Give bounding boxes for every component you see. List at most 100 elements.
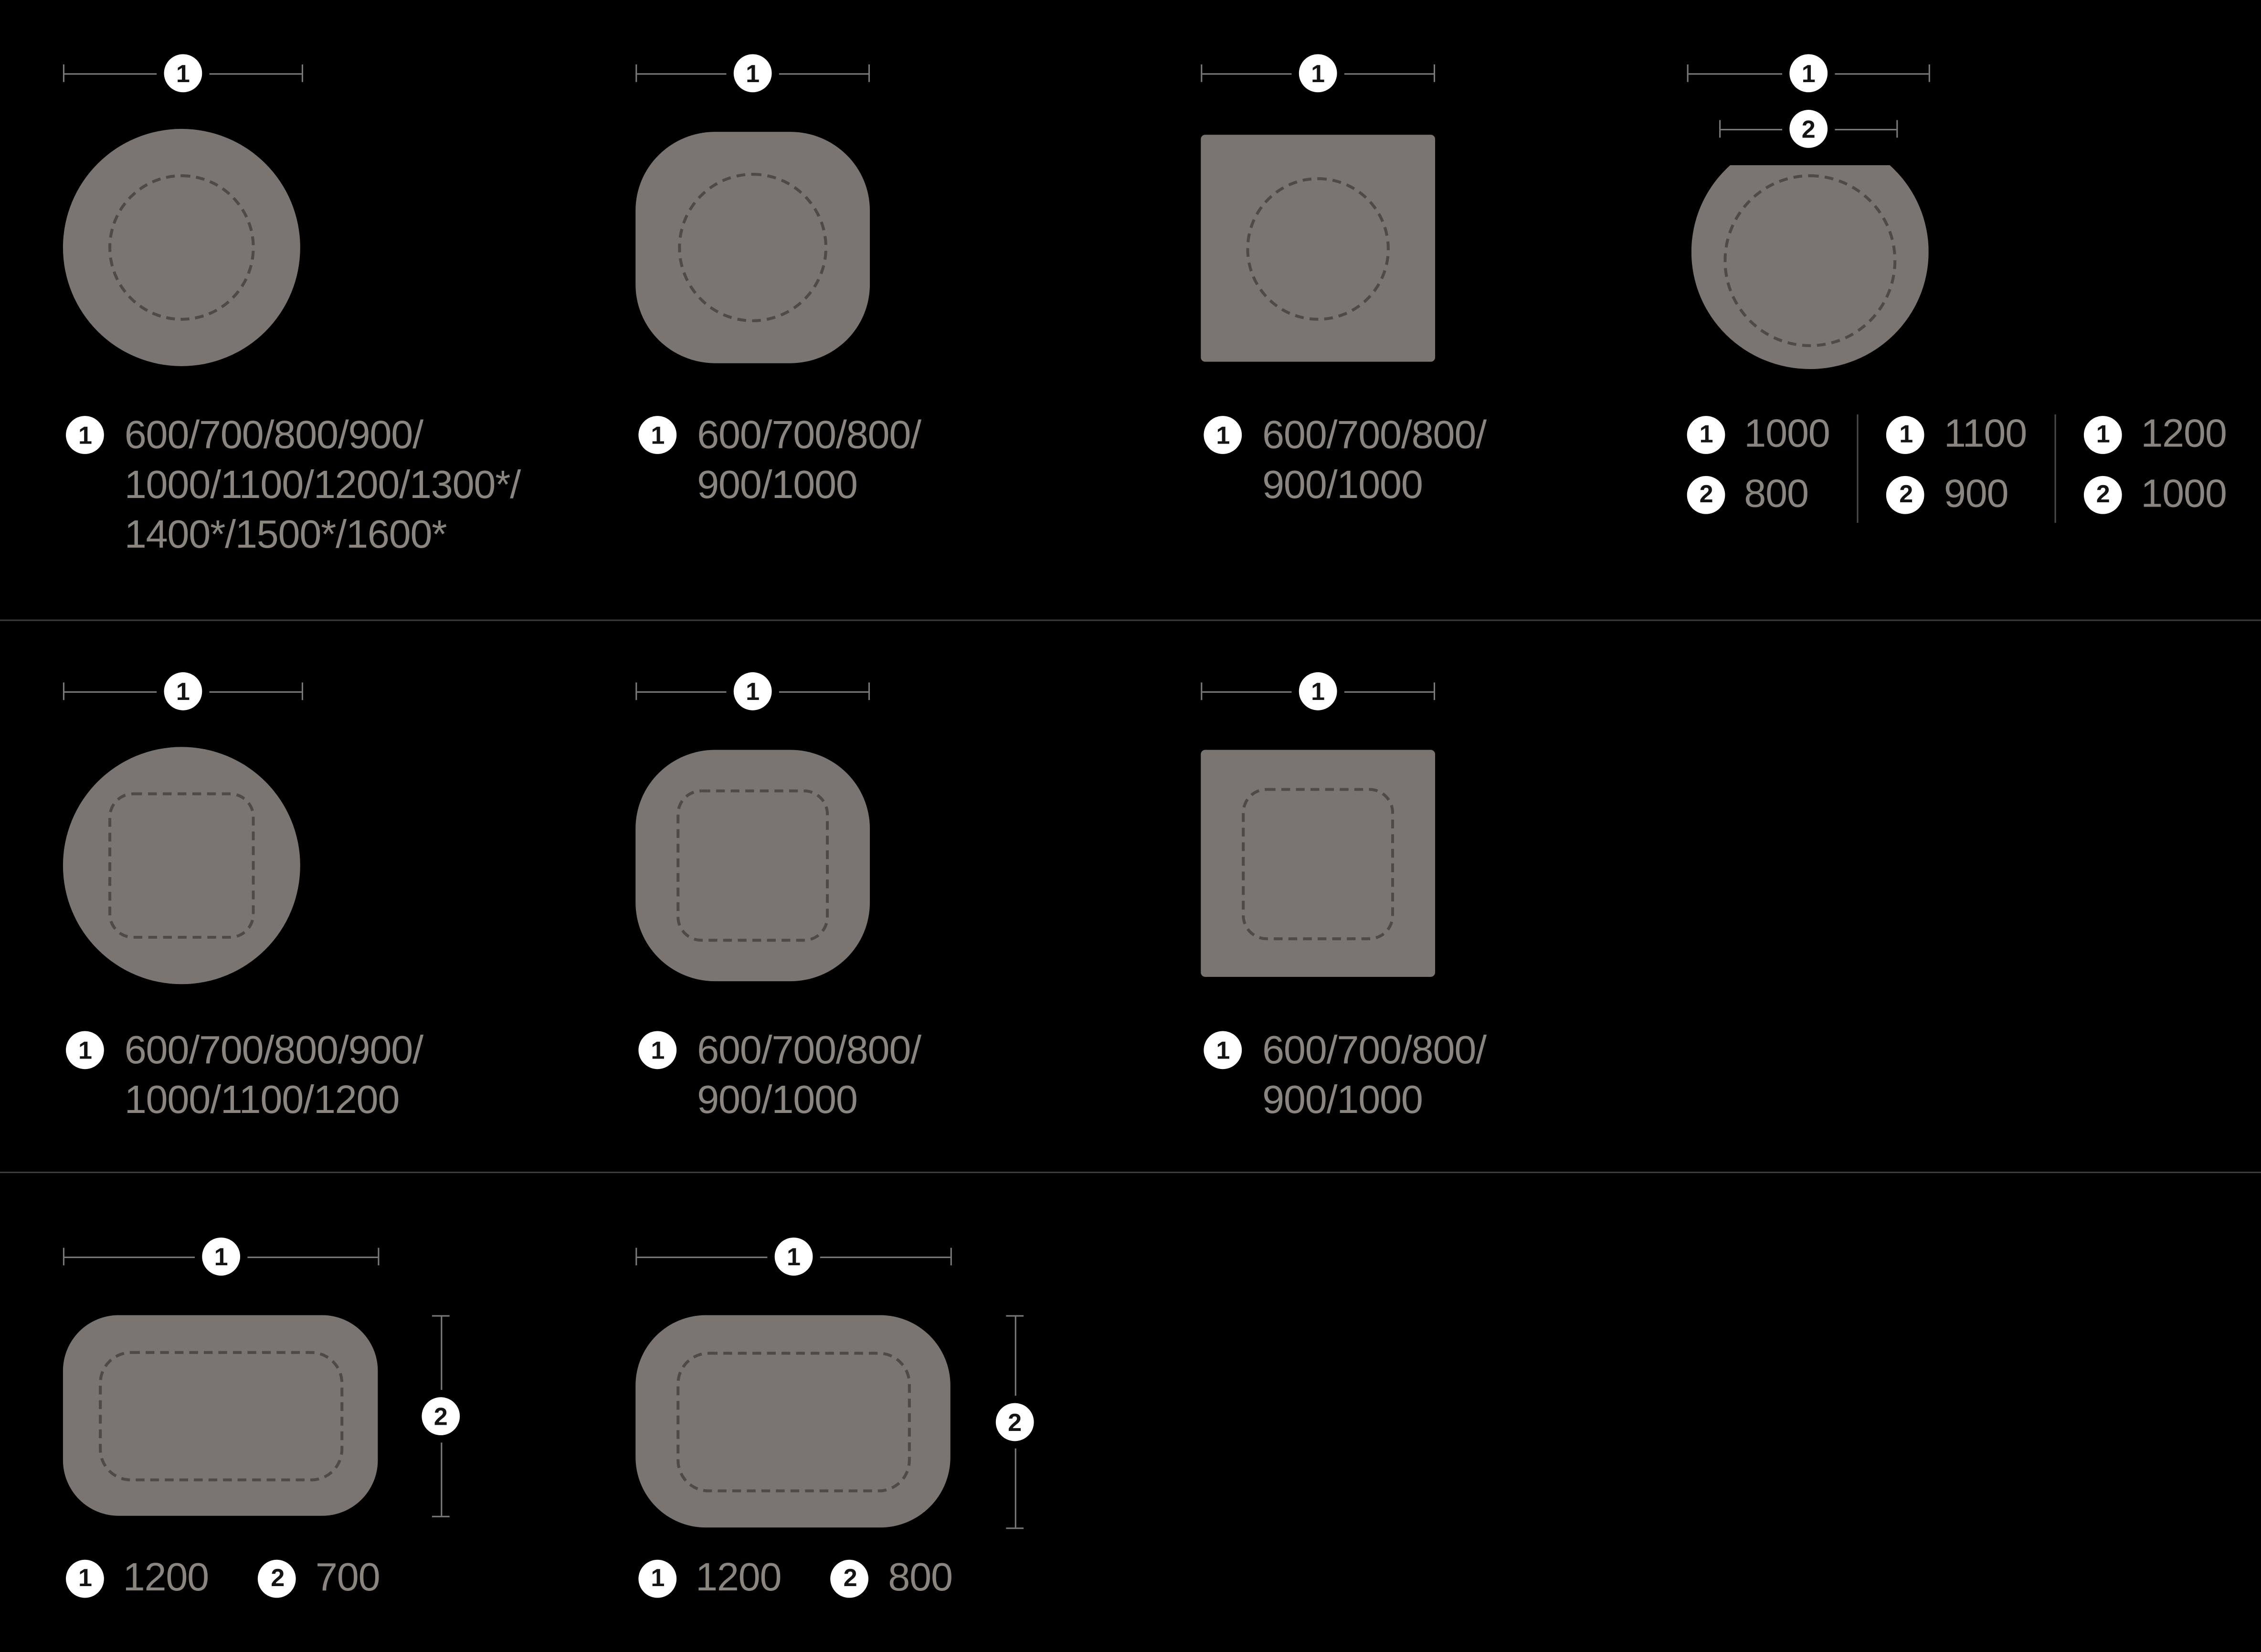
dim-1-badge: 1: [164, 672, 202, 710]
depth-dimension-line: 2: [420, 1315, 461, 1517]
size-line: 900/1000: [1262, 463, 1423, 507]
footprint-dashed-square: [108, 792, 255, 939]
dim-line: [440, 1316, 442, 1390]
dim-1-badge: 1: [638, 416, 677, 454]
size-line: 1000/1100/1200: [124, 1078, 400, 1122]
size-value: 1200: [2141, 411, 2227, 455]
dim-tick: [868, 64, 870, 82]
row-divider: [0, 1171, 2261, 1173]
dim-line: [1014, 1316, 1016, 1396]
dim-line: [1202, 72, 1292, 74]
size-options: 1 600/700/800/ 900/1000: [1204, 1025, 1487, 1125]
dim-1-badge: 1: [1887, 415, 1925, 454]
size-line: 600/700/800/900/: [124, 413, 423, 457]
tabletop-cut-round: [1691, 165, 1929, 369]
size-pair: 2 700: [258, 1556, 380, 1601]
size-line: 600/700/800/: [697, 1028, 921, 1072]
footprint-dashed-square: [676, 789, 829, 942]
width-dimension-line: 1: [635, 53, 870, 94]
dim-1-badge: 1: [733, 54, 772, 93]
tabletop-square: [1201, 135, 1436, 362]
tabletop-rounded-rect: [63, 1315, 378, 1516]
dim-tick: [1433, 682, 1436, 700]
dim-1-badge: 1: [1789, 54, 1828, 93]
tabletop-round: [63, 747, 300, 985]
size-pair: 2 800: [1687, 472, 1830, 517]
size-options: 1 600/700/800/900/ 1000/1100/1200/1300*/…: [66, 410, 521, 560]
size-value: 700: [315, 1555, 380, 1599]
size-line: 600/700/800/: [697, 413, 921, 457]
dim-2-badge: 2: [831, 1559, 869, 1597]
dim-1-badge: 1: [1687, 415, 1725, 454]
width-dimension-line: 1: [635, 671, 870, 712]
group-divider: [1857, 414, 1859, 523]
size-value: 1100: [1944, 411, 2027, 455]
dim-line: [64, 690, 157, 692]
size-line: 600/700/800/900/: [124, 1028, 423, 1072]
tabletop-rounded-rect: [635, 1315, 951, 1528]
size-pair: 1 1000: [1687, 412, 1830, 457]
dim-tick: [868, 682, 870, 700]
size-group: 1 1200 2 1000: [2083, 411, 2227, 517]
size-pair: 1 1100: [1887, 412, 2027, 457]
dim-tick: [1928, 64, 1930, 82]
size-options: 1 600/700/800/900/ 1000/1100/1200: [66, 1025, 423, 1125]
width-dimension-line: 1: [635, 1236, 952, 1277]
size-line: 1400*/1500*/1600*: [124, 512, 447, 557]
dim-2-badge: 2: [1789, 110, 1828, 148]
dim-tick: [63, 64, 64, 82]
dim-tick: [378, 1248, 380, 1266]
dim-1-badge: 1: [1204, 416, 1242, 454]
dim-1-badge: 1: [733, 672, 772, 710]
dim-line: [209, 72, 302, 74]
tabletop-round: [63, 128, 300, 366]
dim-1-badge: 1: [202, 1237, 241, 1276]
size-group: 1 1100 2 900: [1887, 412, 2027, 517]
size-value: 1000: [1744, 411, 1830, 455]
width-dimension-line: 1: [63, 1236, 380, 1277]
dim-line: [1721, 128, 1783, 130]
size-values: 600/700/800/ 900/1000: [1262, 410, 1487, 510]
footprint-dashed-circle: [1723, 175, 1897, 348]
tabletop-squircle: [635, 132, 870, 363]
size-pair: 2 900: [1887, 472, 2027, 517]
size-line: 900/1000: [697, 463, 858, 507]
dim-line: [1014, 1448, 1016, 1528]
width-dimension-line: 1: [1201, 53, 1436, 94]
size-line: 900/1000: [697, 1078, 858, 1122]
dim-tick: [301, 682, 303, 700]
dim-line: [637, 690, 727, 692]
size-pair: 1 1200: [638, 1555, 782, 1601]
size-pair: 2 1000: [2083, 472, 2227, 517]
flat-edge-dimension-line: 2: [1719, 108, 1898, 149]
dim-line: [1344, 690, 1434, 692]
dim-2-badge: 2: [422, 1397, 460, 1436]
size-value: 1200: [696, 1555, 782, 1599]
size-values: 600/700/800/900/ 1000/1100/1200/1300*/ 1…: [124, 410, 521, 560]
footprint-dashed-circle: [678, 172, 828, 322]
width-dimension-line: 1: [63, 53, 303, 94]
dim-1-badge: 1: [1204, 1031, 1242, 1070]
dim-tick: [301, 64, 303, 82]
size-values: 600/700/800/900/ 1000/1100/1200: [125, 1025, 423, 1125]
dim-tick: [1006, 1527, 1024, 1529]
dim-2-badge: 2: [258, 1559, 297, 1597]
dim-tick: [63, 682, 64, 700]
dim-line: [209, 690, 302, 692]
dim-tick: [950, 1248, 952, 1266]
dim-line: [637, 72, 727, 74]
footprint-dashed-rect: [676, 1351, 910, 1492]
dim-2-badge: 2: [1887, 475, 1925, 514]
dim-line: [1202, 690, 1292, 692]
depth-dimension-line: 2: [994, 1315, 1035, 1529]
dim-line: [64, 1256, 195, 1258]
size-pair: 1 1200: [2083, 411, 2227, 457]
dim-tick: [63, 1248, 64, 1266]
size-line: 1000/1100/1200/1300*/: [124, 463, 521, 507]
width-dimension-line: 1: [1201, 671, 1436, 712]
dim-line: [1688, 72, 1783, 74]
size-value: 800: [888, 1555, 953, 1599]
dim-line: [1835, 128, 1897, 130]
tabletop-squircle: [635, 750, 870, 982]
dim-2-badge: 2: [2083, 475, 2122, 514]
